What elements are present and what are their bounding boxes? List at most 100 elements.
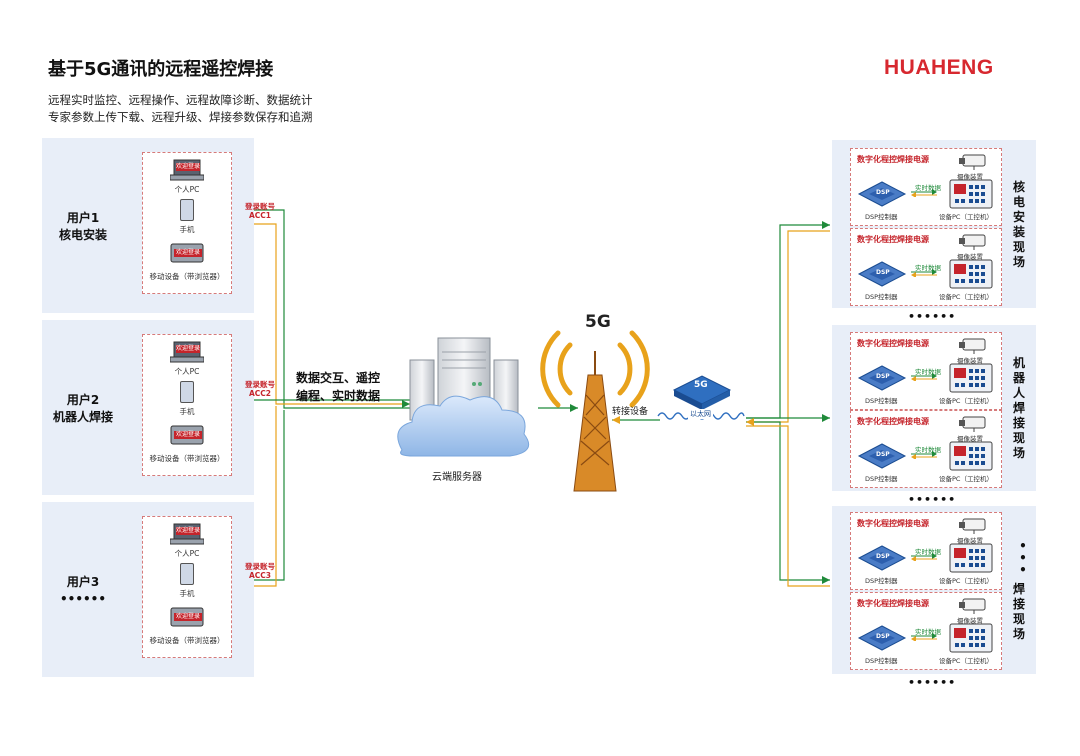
welding-power-title: 数字化程控焊接电源	[857, 155, 929, 164]
relay-site1-link-return	[746, 230, 830, 423]
dsp-controller-icon	[857, 545, 907, 571]
realtime-data-label: 实时数据	[915, 548, 941, 556]
equipment-pc-icon	[949, 363, 993, 393]
camera-icon	[959, 234, 986, 250]
phone-label: 手机	[179, 225, 195, 234]
data-exchange-label: 数据交互、遥控 编程、实时数据	[296, 369, 380, 405]
site-label: 机器人焊接现场	[1012, 356, 1025, 460]
dsp-controller-label: DSP控制器	[865, 293, 898, 301]
phone-icon	[180, 199, 194, 221]
phone-icon	[180, 381, 194, 403]
ethernet-label: 以太网	[688, 409, 713, 419]
relay-site3-link-return	[746, 425, 830, 587]
dsp-controller-icon	[857, 625, 907, 651]
equipment-pc-icon	[949, 179, 993, 209]
realtime-arrows	[911, 553, 937, 561]
dsp-chip-label: DSP	[876, 189, 890, 196]
user-name-line-2: 核电安装	[58, 228, 107, 242]
user-device-box: 欢迎登录 个人PC 手机 欢迎登录 移动设备（带浏览器）	[142, 152, 232, 294]
welding-power-title: 数字化程控焊接电源	[857, 235, 929, 244]
dsp-chip-label: DSP	[876, 553, 890, 560]
equipment-pc-label: 设备PC（工控机）	[939, 213, 993, 221]
dsp-chip-label: DSP	[876, 451, 890, 458]
camera-icon	[959, 416, 986, 432]
pc-welcome-banner: 欢迎登录	[176, 345, 201, 353]
user-name: 用户3 ••••••	[42, 574, 124, 608]
user-name-line-1: 用户2	[66, 393, 100, 407]
mobile-welcome-banner: 欢迎登录	[174, 613, 202, 621]
pc-welcome-banner: 欢迎登录	[176, 527, 201, 535]
page-title: 基于5G通讯的远程遥控焊接	[48, 59, 274, 80]
realtime-arrows	[911, 189, 937, 197]
camera-label: 摄像装置	[957, 253, 983, 261]
realtime-data-label: 实时数据	[915, 184, 941, 192]
dsp-chip-label: DSP	[876, 269, 890, 276]
login-account-title: 登录账号	[245, 562, 275, 571]
welding-power-title: 数字化程控焊接电源	[857, 519, 929, 528]
subtitle-line-2: 专家参数上传下载、远程升级、焊接参数保存和追溯	[48, 110, 313, 124]
equipment-pc-label: 设备PC（工控机）	[939, 577, 993, 585]
more-units-dots: ••••••	[908, 676, 957, 689]
5g-tower-label: 5G	[585, 312, 611, 332]
login-account-label: 登录账号 ACC3	[238, 562, 282, 580]
welding-unit-box: 数字化程控焊接电源 摄像装置 DSP 实时数据	[850, 410, 1002, 488]
user-name: 用户1 核电安装	[42, 210, 124, 244]
equipment-pc-label: 设备PC（工控机）	[939, 657, 993, 665]
welding-unit-box: 数字化程控焊接电源 摄像装置 DSP 实时数据	[850, 332, 1002, 410]
relay-device-icon	[657, 375, 745, 420]
phone-icon	[180, 563, 194, 585]
relay-device-label: 转接设备	[612, 407, 649, 417]
user-name-line-2: ••••••	[59, 592, 107, 606]
equipment-pc-icon	[949, 623, 993, 653]
acc1-link	[232, 209, 410, 409]
equipment-pc-label: 设备PC（工控机）	[939, 475, 993, 483]
realtime-data-label: 实时数据	[915, 628, 941, 636]
realtime-data-label: 实时数据	[915, 264, 941, 272]
acc1-link-return	[236, 223, 410, 405]
login-account-title: 登录账号	[245, 380, 275, 389]
login-account-title: 登录账号	[245, 202, 275, 211]
relay-site3-link	[746, 421, 830, 581]
dsp-controller-icon	[857, 365, 907, 391]
welding-unit-box: 数字化程控焊接电源 摄像装置 DSP 实时数据	[850, 228, 1002, 306]
equipment-pc-label: 设备PC（工控机）	[939, 397, 993, 405]
user-device-box: 欢迎登录 个人PC 手机 欢迎登录 移动设备（带浏览器）	[142, 516, 232, 658]
pc-label: 个人PC	[174, 185, 200, 194]
site-label: 核电安装现场	[1012, 180, 1025, 269]
login-account-label: 登录账号 ACC1	[238, 202, 282, 220]
pc-label: 个人PC	[174, 549, 200, 558]
dsp-controller-icon	[857, 261, 907, 287]
camera-icon	[959, 338, 986, 354]
brand-logo: HUAHENG	[884, 56, 994, 79]
user-device-box: 欢迎登录 个人PC 手机 欢迎登录 移动设备（带浏览器）	[142, 334, 232, 476]
welding-power-title: 数字化程控焊接电源	[857, 417, 929, 426]
site-more-dots: •••	[1019, 539, 1027, 577]
site-label: 焊接现场	[1012, 582, 1025, 641]
realtime-arrows	[911, 633, 937, 641]
equipment-pc-label: 设备PC（工控机）	[939, 293, 993, 301]
camera-label: 摄像装置	[957, 173, 983, 181]
dsp-chip-label: DSP	[876, 373, 890, 380]
cloud-server-icon	[397, 337, 530, 457]
realtime-data-label: 实时数据	[915, 446, 941, 454]
more-units-dots: ••••••	[908, 310, 957, 323]
dsp-controller-icon	[857, 181, 907, 207]
camera-label: 摄像装置	[957, 537, 983, 545]
welding-power-title: 数字化程控焊接电源	[857, 339, 929, 348]
equipment-pc-icon	[949, 259, 993, 289]
page-subtitle: 远程实时监控、远程操作、远程故障诊断、数据统计 专家参数上传下载、远程升级、焊接…	[48, 92, 313, 126]
user-name-line-1: 用户3	[66, 575, 100, 589]
camera-label: 摄像装置	[957, 435, 983, 443]
data-exchange-line-2: 编程、实时数据	[296, 389, 381, 403]
mobile-welcome-banner: 欢迎登录	[174, 249, 202, 257]
dsp-controller-label: DSP控制器	[865, 475, 898, 483]
welding-power-title: 数字化程控焊接电源	[857, 599, 929, 608]
pc-welcome-banner: 欢迎登录	[176, 163, 201, 171]
mobile-label: 移动设备（带浏览器）	[149, 454, 225, 463]
welding-unit-box: 数字化程控焊接电源 摄像装置 DSP 实时数据	[850, 512, 1002, 590]
dsp-controller-label: DSP控制器	[865, 397, 898, 405]
relay-chip-label: 5G	[694, 380, 708, 390]
camera-icon	[959, 518, 986, 534]
cloud-server-label: 云端服务器	[432, 472, 482, 483]
login-account-id: ACC2	[248, 389, 272, 398]
